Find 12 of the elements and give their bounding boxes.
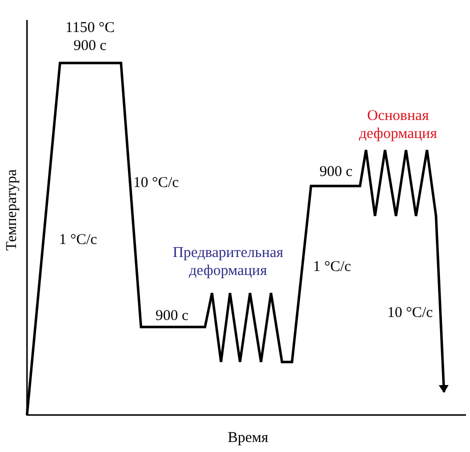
axis-title: Температура [3,169,21,251]
duration-value: 900 с [320,163,352,181]
axis-title: Время [228,429,268,447]
duration-value: 900 с [156,307,188,325]
duration-value: 900 с [74,37,106,55]
stage-label: Основная деформация [358,107,438,143]
rate-value: 1 °C/с [312,258,352,276]
stage-label: Предварительная деформация [172,244,284,280]
rate-value: 1 °C/с [58,231,98,249]
rate-value: 10 °C/с [387,304,433,322]
temperature-value: 1150 °C [65,19,115,37]
rate-value: 10 °C/с [133,174,179,192]
